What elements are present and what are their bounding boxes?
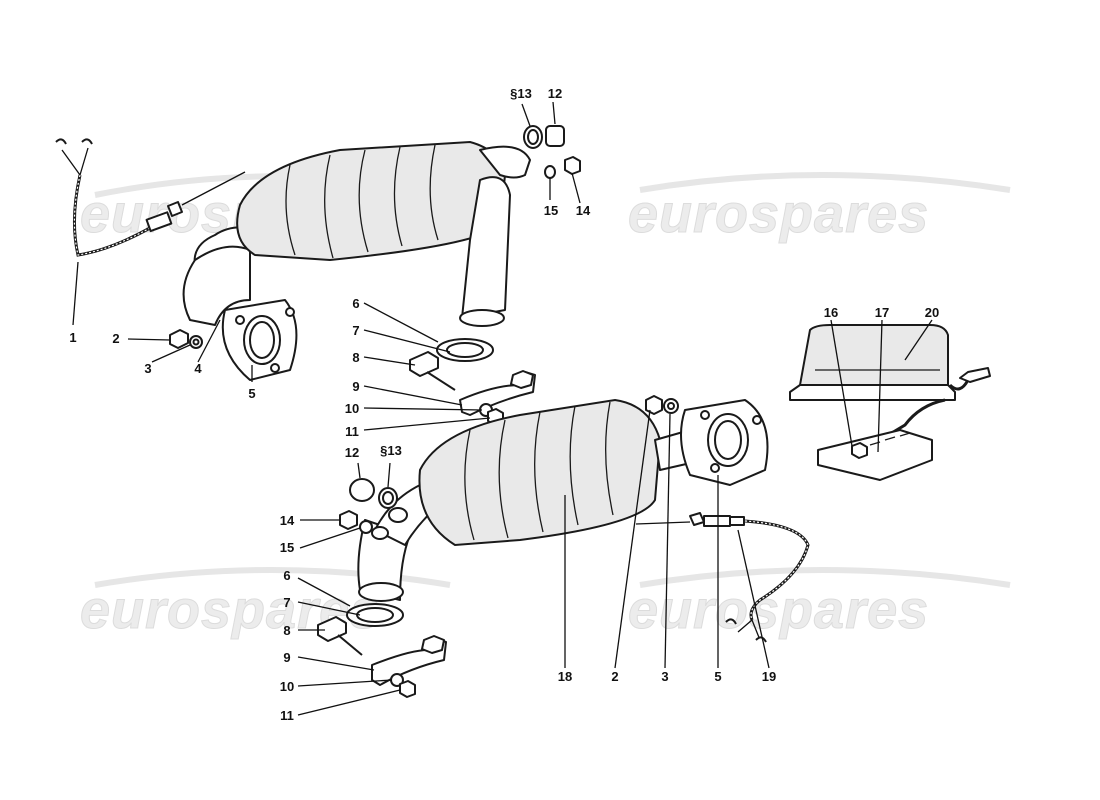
callout-15-upper: 15 xyxy=(544,203,558,218)
callout-1: 1 xyxy=(69,330,76,345)
callout-7-lower: 7 xyxy=(283,595,290,610)
oxygen-sensor-upper xyxy=(55,138,246,257)
callout-9-lower: 9 xyxy=(283,650,290,665)
oxygen-sensor-lower xyxy=(635,512,810,643)
callout-17: 17 xyxy=(875,305,889,320)
watermark-top-right: eurospares xyxy=(628,184,929,244)
callout-2: 2 xyxy=(112,331,119,346)
callout-11: 11 xyxy=(345,424,359,439)
callout-8-lower: 8 xyxy=(283,623,290,638)
callout-9: 9 xyxy=(352,379,359,394)
control-unit xyxy=(789,324,991,481)
watermark-group: eurospares eurospares eurospares eurospa… xyxy=(80,172,1011,641)
callout-2-lower: 2 xyxy=(611,669,618,684)
catalytic-converter-upper xyxy=(182,140,531,327)
callout-13-upper: §13 xyxy=(510,86,532,101)
nut-washer-upper-left xyxy=(169,329,203,349)
callout-12-upper: 12 xyxy=(548,86,562,101)
callout-13-lower: §13 xyxy=(380,443,402,458)
callout-19: 19 xyxy=(762,669,776,684)
callout-16: 16 xyxy=(824,305,838,320)
watermark-bottom-right: eurospares xyxy=(628,580,929,640)
callout-4: 4 xyxy=(194,361,202,376)
callout-3-lower: 3 xyxy=(661,669,668,684)
callout-6: 6 xyxy=(352,296,359,311)
callout-8: 8 xyxy=(352,350,359,365)
callout-18: 18 xyxy=(558,669,572,684)
callout-10-lower: 10 xyxy=(280,679,294,694)
flange-lower xyxy=(680,399,769,486)
callout-labels: 1 2 3 4 5 6 7 8 9 10 11 §13 12 15 14 12 … xyxy=(69,86,939,723)
callout-6-lower: 6 xyxy=(283,568,290,583)
plug-seal-upper xyxy=(523,125,581,179)
clamp-lower xyxy=(317,603,447,698)
callout-12-lower: 12 xyxy=(345,445,359,460)
plug-seal-lower xyxy=(339,478,398,534)
callout-3: 3 xyxy=(144,361,151,376)
callout-5: 5 xyxy=(248,386,255,401)
leader-lines xyxy=(72,101,933,716)
flange-upper xyxy=(221,299,298,381)
watermark-bottom-left: eurospares xyxy=(80,580,381,640)
callout-11-lower: 11 xyxy=(280,708,294,723)
clamp-upper xyxy=(409,338,536,426)
callout-5-lower: 5 xyxy=(714,669,721,684)
callout-7: 7 xyxy=(352,323,359,338)
callout-10: 10 xyxy=(345,401,359,416)
nut-washer-lower-right xyxy=(645,395,679,415)
callout-20: 20 xyxy=(925,305,939,320)
callout-14-lower: 14 xyxy=(280,513,295,528)
callout-15-lower: 15 xyxy=(280,540,294,555)
callout-14-upper: 14 xyxy=(576,203,591,218)
catalytic-converter-lower xyxy=(357,398,696,602)
